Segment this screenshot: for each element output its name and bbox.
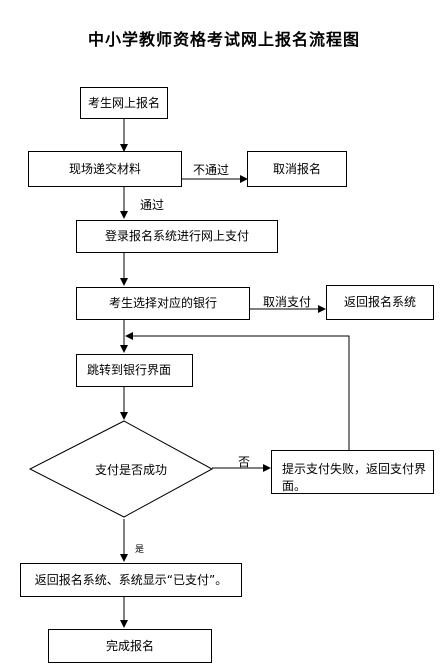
edge-label-yes: 是: [135, 545, 145, 555]
edge-label-passed: 通过: [140, 198, 165, 212]
node-payment-success: 支付是否成功: [95, 463, 168, 477]
edge-label-not-passed: 不通过: [193, 163, 230, 177]
decision-diamond: [28, 420, 214, 518]
edge-label-no: 否: [238, 455, 251, 469]
page-title: 中小学教师资格考试网上报名流程图: [87, 30, 360, 49]
arrow-fail-loop-back: [125, 332, 350, 450]
node-cancel-signup: 取消报名: [247, 151, 347, 187]
node-complete: 完成报名: [48, 629, 212, 663]
node-onsite-materials: 现场递交材料: [28, 151, 182, 187]
node-jump-bank: 跳转到银行界面: [76, 354, 193, 387]
node-back-system: 返回报名系统: [326, 285, 434, 320]
node-pay-fail: 提示支付失败，返回支付界面。: [271, 450, 434, 494]
node-login-pay: 登录报名系统进行网上支付: [76, 220, 278, 253]
node-choose-bank: 考生选择对应的银行: [76, 287, 250, 320]
node-return-paid: 返回报名系统、系统显示“已支付”。: [20, 563, 242, 597]
edge-label-cancel-pay: 取消支付: [263, 295, 312, 309]
node-online-signup: 考生网上报名: [80, 87, 168, 119]
